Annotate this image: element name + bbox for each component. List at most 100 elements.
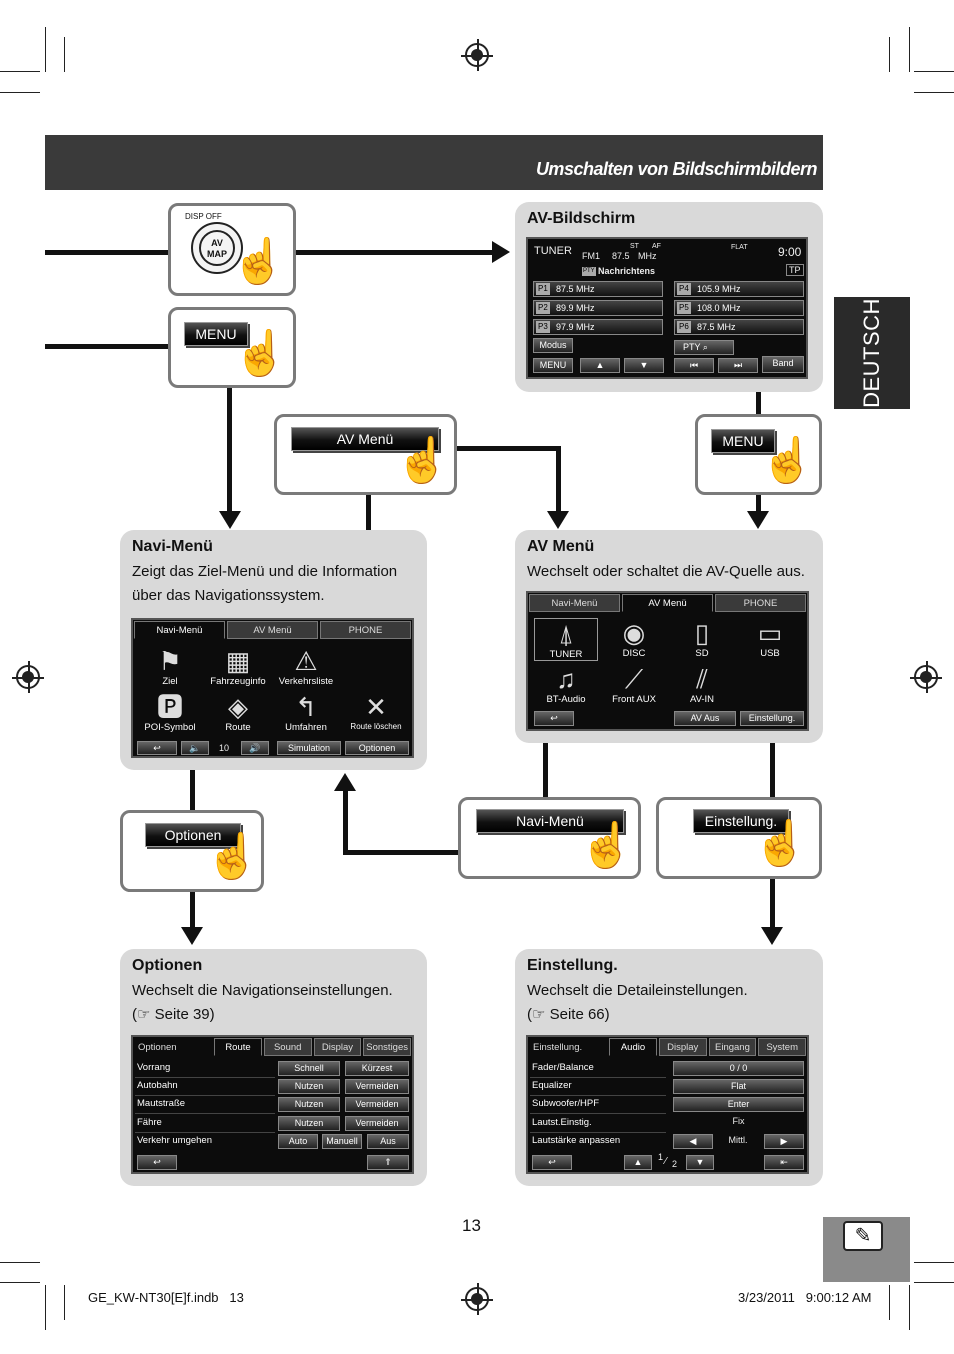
up-arrow-button[interactable]: ▲	[580, 358, 620, 373]
tab-system[interactable]: System	[758, 1038, 807, 1056]
option-button[interactable]: Aus	[367, 1134, 409, 1149]
registration-mark	[12, 661, 44, 693]
down-arrow-button[interactable]: ▼	[624, 358, 664, 373]
back-button[interactable]: ↩	[532, 1155, 572, 1170]
tab-display[interactable]: Display	[658, 1038, 707, 1056]
scroll-up-icon[interactable]: ⇑	[367, 1155, 409, 1170]
registration-mark	[461, 39, 493, 71]
menu-button[interactable]: MENU	[533, 358, 573, 373]
modus-button[interactable]: Modus	[533, 338, 573, 353]
menu-button[interactable]: MENU	[711, 429, 775, 453]
option-button[interactable]: Auto	[278, 1134, 318, 1149]
section-title: Umschalten von Bildschirmbildern	[535, 159, 818, 179]
navi-menu-button[interactable]: Navi-Menü	[476, 809, 624, 833]
source-sd[interactable]: ▯SD	[670, 618, 734, 659]
setting-button[interactable]: Enter	[673, 1097, 804, 1112]
arrow-right-icon	[492, 241, 510, 263]
tab-audio[interactable]: Audio	[609, 1038, 657, 1056]
tab-sonstiges[interactable]: Sonstiges	[363, 1038, 412, 1056]
language-label: DEUTSCH	[859, 298, 884, 408]
option-button[interactable]: Vermeiden	[345, 1079, 409, 1094]
option-button[interactable]: Nutzen	[278, 1116, 340, 1131]
av-aus-button[interactable]: AV Aus	[674, 711, 736, 726]
av-map-button[interactable]: AV MAP	[191, 222, 243, 274]
tab-display[interactable]: Display	[313, 1038, 362, 1056]
source-front-aux[interactable]: ⟋Front AUX	[602, 664, 666, 705]
tab-av-menu[interactable]: AV Menü	[622, 594, 713, 612]
flow-line	[756, 495, 761, 512]
setting-button[interactable]: 0 / 0	[673, 1061, 804, 1076]
band-button[interactable]: Band	[762, 356, 804, 373]
right-arrow-button[interactable]: ▶	[764, 1134, 804, 1149]
route-loeschen-item[interactable]: ✕Route löschen	[341, 692, 411, 731]
ziel-item[interactable]: ⚑Ziel	[137, 646, 203, 687]
volume-down-icon[interactable]: 🔈	[181, 741, 209, 755]
source-disc[interactable]: ◉DISC	[602, 618, 666, 659]
menu-callout: MENU ☝	[168, 307, 296, 388]
tab-navi-menu[interactable]: Navi-Menü	[529, 594, 620, 612]
pty-button[interactable]: PTY ⌕	[674, 340, 734, 355]
optionen-button[interactable]: Optionen	[145, 823, 241, 847]
tab-av-menu[interactable]: AV Menü	[227, 621, 318, 639]
verkehrsliste-item[interactable]: ⚠Verkehrsliste	[273, 646, 339, 687]
panel-description: Zeigt das Ziel-Menü und die Information …	[132, 563, 398, 604]
tp-indicator: TP	[786, 264, 804, 276]
optionen-button[interactable]: Optionen	[345, 741, 409, 755]
page-down-icon[interactable]: ▼	[686, 1155, 714, 1170]
option-button[interactable]: Manuell	[322, 1134, 362, 1149]
crop-mark	[889, 1285, 890, 1320]
option-button[interactable]: Nutzen	[278, 1097, 340, 1112]
source-av-in[interactable]: ⫽AV-IN	[670, 664, 734, 705]
row-label: Vorrang	[137, 1062, 171, 1073]
left-arrow-button[interactable]: ◀	[673, 1134, 713, 1149]
page-up-icon[interactable]: ▲	[624, 1155, 652, 1170]
crop-mark	[909, 1285, 910, 1330]
exit-icon[interactable]: ⇤	[764, 1155, 804, 1170]
setting-button[interactable]: Flat	[673, 1079, 804, 1094]
source-bt-audio[interactable]: ♫BT-Audio	[534, 664, 598, 705]
back-button[interactable]: ↩	[534, 711, 574, 726]
menu-button[interactable]: MENU	[184, 322, 248, 346]
registration-mark	[461, 1283, 493, 1315]
crop-mark	[64, 37, 65, 72]
poi-symbol-item[interactable]: 🅿POI-Symbol	[137, 692, 203, 733]
option-button[interactable]: Vermeiden	[345, 1097, 409, 1112]
volume-up-icon[interactable]: 🔊	[241, 741, 269, 755]
tab-navi-menu[interactable]: Navi-Menü	[134, 621, 225, 639]
back-button[interactable]: ↩	[137, 741, 177, 755]
option-button[interactable]: Schnell	[278, 1061, 340, 1076]
einstellung-button[interactable]: Einstellung.	[740, 711, 804, 726]
crop-mark	[45, 27, 46, 72]
source-tuner[interactable]: ⍋TUNER	[534, 618, 598, 661]
tab-phone[interactable]: PHONE	[715, 594, 806, 612]
option-button[interactable]: Kürzest	[345, 1061, 409, 1076]
option-button[interactable]: Vermeiden	[345, 1116, 409, 1131]
tab-phone[interactable]: PHONE	[320, 621, 411, 639]
simulation-button[interactable]: Simulation	[277, 741, 341, 755]
av-label: AV	[211, 238, 223, 248]
route-item[interactable]: ◈Route	[205, 692, 271, 733]
registration-mark	[910, 661, 942, 693]
flow-line	[227, 388, 232, 512]
source-usb[interactable]: ▭USB	[738, 618, 802, 659]
umfahren-item[interactable]: ↰Umfahren	[273, 692, 339, 733]
option-button[interactable]: Nutzen	[278, 1079, 340, 1094]
previous-track-icon[interactable]: ⏮	[674, 358, 714, 373]
fahrzeuginfo-item[interactable]: ▦Fahrzeuginfo	[205, 646, 271, 687]
back-button[interactable]: ↩	[137, 1155, 177, 1170]
einstellung-button[interactable]: Einstellung.	[693, 809, 789, 833]
tab-route[interactable]: Route	[214, 1038, 262, 1056]
tab-sound[interactable]: Sound	[263, 1038, 312, 1056]
row-divider	[135, 1077, 275, 1078]
tab-eingang[interactable]: Eingang	[708, 1038, 757, 1056]
next-track-icon[interactable]: ⏭	[718, 358, 758, 373]
av-menu-button[interactable]: AV Menü	[291, 427, 439, 451]
panel-description: Wechselt die Detaileinstellungen.	[527, 982, 748, 999]
unit-label: MHz	[638, 251, 657, 261]
